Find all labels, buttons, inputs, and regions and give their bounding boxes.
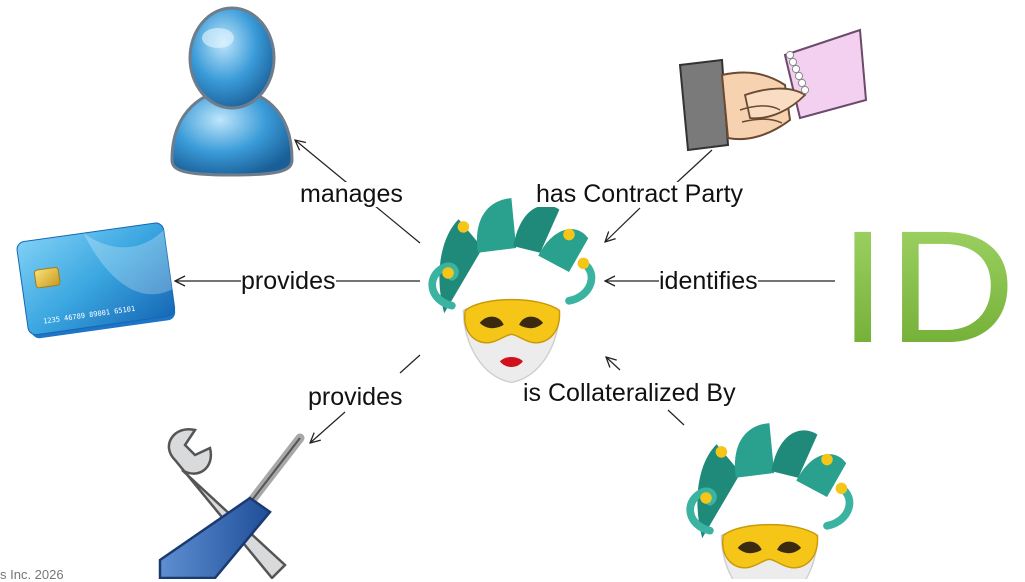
provides-tools-arrow <box>310 411 346 443</box>
has-contract-party-arrow <box>605 207 641 242</box>
user-icon <box>170 6 294 177</box>
label-is-collateralized-by: is Collateralized By <box>523 379 736 407</box>
handshake-icon <box>678 28 868 152</box>
tools-icon <box>158 427 305 579</box>
footer-copyright: s Inc. 2026 <box>0 567 64 582</box>
provides-tools-line <box>399 354 421 374</box>
center-jester-mask-icon <box>432 198 591 382</box>
id-logo-text: ID <box>838 197 1016 376</box>
label-provides-card: provides <box>241 267 336 295</box>
label-provides-tools: provides <box>308 383 403 411</box>
label-identifies: identifies <box>659 267 758 295</box>
id-icon: ID <box>838 197 1016 376</box>
credit-card-icon: 1235 46789 89001 65101 <box>16 222 176 339</box>
collateral-line <box>667 409 685 426</box>
collateral-arrow <box>606 357 621 371</box>
label-manages: manages <box>300 180 403 208</box>
collateral-jester-mask-icon <box>690 423 849 579</box>
label-has-contract-party: has Contract Party <box>536 180 744 208</box>
